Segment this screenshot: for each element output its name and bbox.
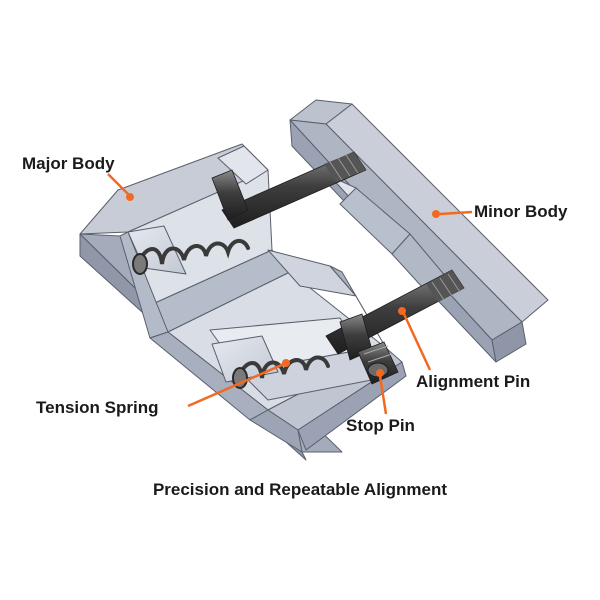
stop-pin-label: Stop Pin [346, 416, 415, 435]
tension-spring-leader-dot [282, 359, 290, 367]
minor-body-label: Minor Body [474, 202, 568, 221]
major-body-leader-dot [126, 193, 134, 201]
minor-body-leader-dot [432, 210, 440, 218]
stop-pin-leader [378, 375, 388, 415]
upper-tension-spring [132, 239, 250, 275]
tension-spring-label: Tension Spring [36, 398, 159, 417]
leader-lines [107, 173, 473, 415]
alignment-pin-leader [402, 313, 432, 371]
lower-alignment-pin [325, 269, 465, 361]
tension-spring-leader [187, 362, 285, 408]
stop-pin-leader-dot [376, 369, 384, 377]
upper-alignment-pin [211, 151, 367, 229]
major-body-label: Major Body [22, 154, 115, 173]
diagram-caption: Precision and Repeatable Alignment [152, 480, 448, 499]
minor-body-leader [439, 210, 473, 216]
major-body-leader [107, 173, 131, 197]
alignment-pin-leader-dot [398, 307, 406, 315]
alignment-pin-label: Alignment Pin [416, 372, 531, 391]
